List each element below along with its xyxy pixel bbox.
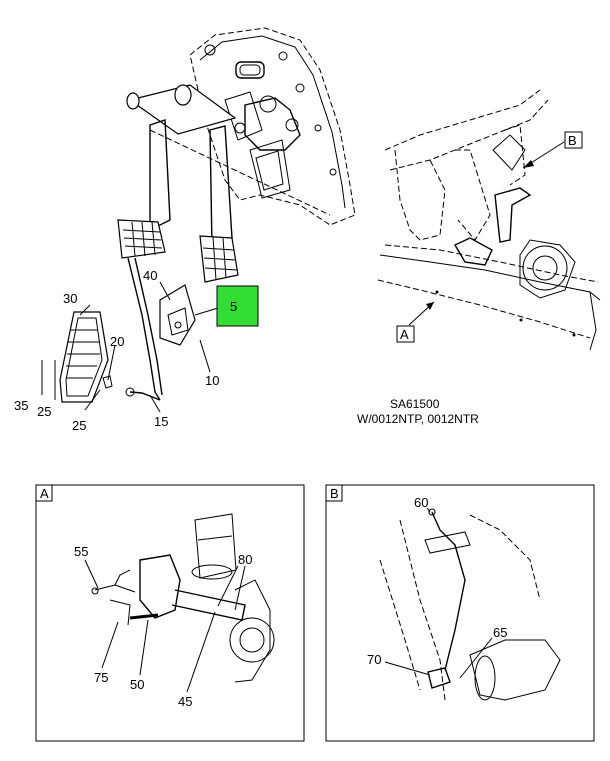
detail-a-panel: A <box>35 484 305 742</box>
callout-5[interactable]: 5 <box>230 299 237 314</box>
accelerator-pedal-pad <box>59 311 113 403</box>
callout-50[interactable]: 50 <box>130 677 144 692</box>
view-ref-a-label: A <box>400 327 409 342</box>
callout-20[interactable]: 20 <box>110 334 124 349</box>
view-ref-a[interactable]: A <box>396 301 435 343</box>
callout-15[interactable]: 15 <box>154 414 168 429</box>
accelerator-assembly <box>125 257 196 401</box>
firewall-panel <box>189 27 356 226</box>
callout-25-bottom[interactable]: 25 <box>72 418 86 433</box>
detail-b-tag: B <box>330 486 339 501</box>
callout-75[interactable]: 75 <box>94 670 108 685</box>
drawing-number: SA61500 <box>390 397 440 411</box>
detail-a-tag: A <box>40 486 49 501</box>
callout-30[interactable]: 30 <box>63 291 77 306</box>
brake-pedal <box>199 125 239 283</box>
view-ref-b[interactable]: B <box>522 131 583 169</box>
leader-lines <box>41 281 219 413</box>
frame-and-cab-structure <box>377 89 601 351</box>
callout-45[interactable]: 45 <box>178 694 192 709</box>
callout-55[interactable]: 55 <box>74 544 88 559</box>
master-cylinder <box>234 95 301 151</box>
detail-b-panel: B <box>325 484 595 742</box>
clutch-pedal <box>117 119 171 259</box>
callout-25-left[interactable]: 25 <box>37 404 51 419</box>
callout-80[interactable]: 80 <box>238 552 252 567</box>
callout-35[interactable]: 35 <box>14 398 28 413</box>
highlight-box[interactable] <box>216 285 259 327</box>
callout-70[interactable]: 70 <box>367 652 381 667</box>
pedal-pivot-shaft <box>126 84 331 216</box>
callout-65[interactable]: 65 <box>493 625 507 640</box>
applicability-note: W/0012NTP, 0012NTR <box>357 412 479 426</box>
callout-40[interactable]: 40 <box>143 268 157 283</box>
callout-10[interactable]: 10 <box>205 373 219 388</box>
callout-60[interactable]: 60 <box>414 495 428 510</box>
view-ref-b-label: B <box>568 133 577 148</box>
